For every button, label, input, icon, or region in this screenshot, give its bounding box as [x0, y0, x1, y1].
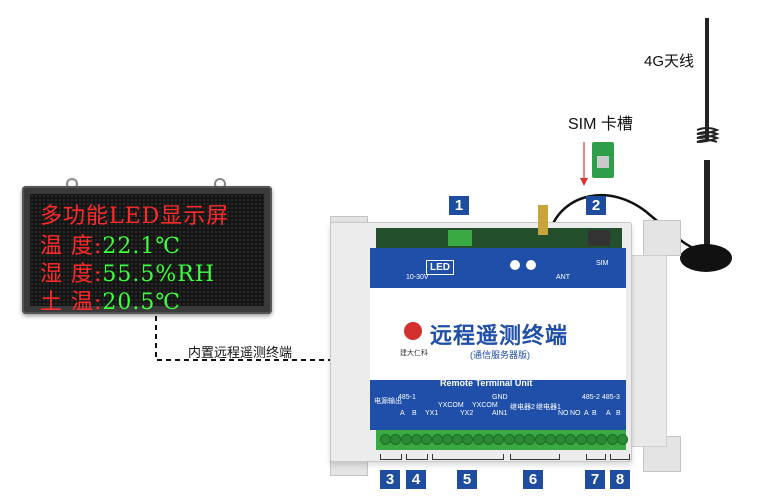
terminal-screw [616, 434, 628, 445]
callout-4: 4 [406, 470, 426, 489]
led-row1-label: 温 度: [40, 234, 103, 259]
led-row3-label: 土 温: [40, 290, 103, 315]
terminal-label-2: 485-1 [398, 394, 416, 401]
terminal-label-5: YX1 [425, 410, 439, 417]
device-panel-label: 远程遥测终端 (通信服务器版) 建大仁科 [370, 288, 626, 380]
device-panel-bottom: Remote Terminal Unit 电源输出 485-1 A B YX1 … [370, 378, 626, 430]
brand-subtitle: (通信服务器版) [470, 350, 530, 360]
company-name: 建大仁科 [400, 350, 428, 357]
brace-7 [586, 454, 606, 460]
terminal-label-14: NO [570, 410, 581, 417]
status-light-1 [510, 260, 520, 270]
terminal-label-20: B [616, 410, 621, 417]
terminal-label-3: A [400, 410, 405, 417]
terminal-label-10: GND [492, 394, 508, 401]
brace-6 [510, 454, 560, 460]
brace-5 [432, 454, 504, 460]
terminal-label-11: 继电器2 [510, 404, 535, 411]
terminal-label-16: A [584, 410, 589, 417]
ant-label: ANT [556, 274, 570, 281]
callout-3: 3 [380, 470, 400, 489]
power-label: 10-30V [406, 274, 429, 281]
terminal-label-4: B [412, 410, 417, 417]
terminal-label-9: AIN1 [492, 410, 508, 417]
terminal-screw [606, 434, 618, 445]
led-row2-label: 湿 度: [40, 262, 103, 287]
company-logo [404, 322, 422, 340]
callout-1: 1 [449, 196, 469, 215]
brace-3 [380, 454, 402, 460]
callout-8: 8 [610, 470, 630, 489]
power-terminal [448, 230, 472, 246]
brace-8 [610, 454, 630, 460]
led-row-temperature: 温 度:22.1℃ [40, 228, 181, 260]
terminal-screw [431, 434, 443, 445]
terminal-label-1: 电源输出 [374, 398, 402, 405]
brand-title: 远程遥测终端 [430, 323, 569, 348]
sim-slot [588, 230, 610, 246]
antenna-caption: 4G天线 [644, 53, 695, 70]
terminal-screw [400, 434, 412, 445]
antenna-connector [538, 205, 548, 235]
terminal-label-13: NO [558, 410, 569, 417]
callout-7: 7 [585, 470, 605, 489]
antenna-icon [700, 14, 710, 20]
brace-4 [406, 454, 428, 460]
sim-caption: SIM 卡槽 [568, 116, 633, 133]
terminal-label-6: YXCOM [438, 402, 464, 409]
terminal-label-7: YX2 [460, 410, 474, 417]
led-display: 多功能LED显示屏 温 度:22.1℃ 湿 度:55.5%RH 土 温:20.5… [22, 186, 272, 316]
led-row-humidity: 湿 度:55.5%RH [40, 256, 215, 288]
led-title: 多功能LED显示屏 [40, 204, 230, 229]
built-in-caption: 内置远程遥测终端 [188, 345, 293, 360]
callout-5: 5 [457, 470, 477, 489]
led-row3-value: 20.5℃ [102, 290, 182, 315]
terminal-label-15: 485-2 [582, 394, 600, 401]
led-row2-value: 55.5%RH [102, 262, 216, 287]
led-row-soil-temp: 土 温:20.5℃ [40, 284, 181, 316]
terminal-screw [534, 434, 546, 445]
english-subtitle: Remote Terminal Unit [440, 378, 533, 388]
led-row1-value: 22.1℃ [102, 234, 182, 259]
device-pcb [376, 228, 622, 250]
terminal-label-12: 继电器1 [536, 404, 561, 411]
mount-ear-top-right [643, 220, 681, 256]
sim-label: SIM [596, 260, 609, 267]
terminal-label-18: 485-3 [602, 394, 620, 401]
callout-2: 2 [586, 196, 606, 215]
device-panel-top: 10-30V LED ANT SIM [370, 248, 626, 288]
terminal-label-17: B [592, 410, 597, 417]
led-indicator-label: LED [426, 260, 454, 275]
terminal-label-8: YXCOM [472, 402, 498, 409]
terminal-screw [503, 434, 515, 445]
callout-6: 6 [523, 470, 543, 489]
terminal-label-19: A [606, 410, 611, 417]
status-light-2 [526, 260, 536, 270]
